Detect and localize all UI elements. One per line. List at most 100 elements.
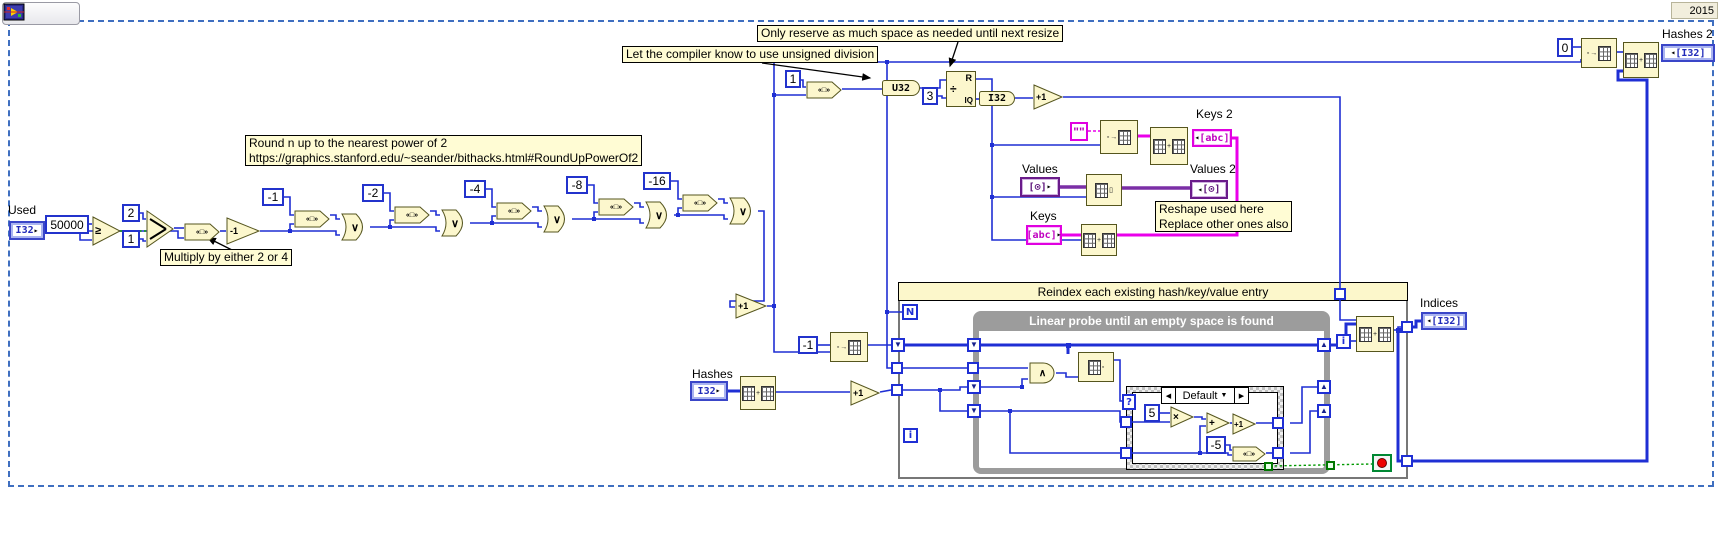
logical-shift-node[interactable]: «□»	[598, 198, 634, 216]
to-u32-node[interactable]: U32	[882, 80, 920, 96]
constant-1[interactable]: 1	[122, 230, 140, 248]
values2-type: [⊙]	[1202, 184, 1221, 195]
increment-node[interactable]: +1	[735, 293, 767, 319]
and-node[interactable]: ∧	[1028, 362, 1057, 384]
constant-2[interactable]: 2	[122, 204, 140, 222]
constant-5[interactable]: 5	[1144, 404, 1160, 422]
case-selector-value[interactable]: Default	[1182, 389, 1218, 402]
initialize-array-node[interactable]: ▫→	[1581, 38, 1617, 68]
add-node[interactable]: +	[1206, 412, 1230, 434]
constant-minus2[interactable]: -2	[362, 184, 384, 202]
case-next-icon[interactable]: ▶	[1234, 388, 1248, 403]
comment-round-up-line1: Round n up to the nearest power of 2	[249, 136, 448, 150]
index-array-node[interactable]: +	[740, 376, 776, 410]
values-terminal[interactable]: [⊙]▸	[1020, 177, 1060, 197]
case-boolean-tunnel[interactable]	[1264, 462, 1273, 471]
logical-shift-node[interactable]: «□»	[496, 202, 532, 220]
constant-0[interactable]: 0	[1557, 38, 1573, 57]
shift-register-left[interactable]: ▼	[967, 404, 981, 418]
logical-shift-node[interactable]: «□»	[294, 210, 330, 228]
case-tunnel[interactable]	[1272, 447, 1284, 459]
to-i32-node[interactable]: I32	[979, 91, 1015, 106]
array-grid-icon	[1102, 232, 1116, 248]
for-loop-tunnel[interactable]	[891, 384, 903, 396]
while-loop-tunnel[interactable]	[967, 362, 979, 374]
logical-shift-node[interactable]: «□»	[682, 194, 718, 212]
replace-array-subset-node[interactable]: +	[1356, 316, 1394, 352]
constant-minus8[interactable]: -8	[566, 176, 588, 194]
shift-register-right[interactable]: ▲	[1317, 404, 1331, 418]
initialize-array-node[interactable]: ▫→	[830, 332, 868, 362]
greater-equal-glyph: ≥	[95, 225, 102, 237]
constant-minus4[interactable]: -4	[464, 180, 486, 198]
shift-register-left[interactable]: ▼	[967, 338, 981, 352]
for-loop-tunnel[interactable]	[1334, 288, 1346, 300]
hashes2-type: [I32]	[1675, 47, 1706, 59]
or-glyph: ∨	[552, 213, 562, 226]
greater-equal-node[interactable]: ≥	[92, 216, 121, 246]
hashes-terminal[interactable]: I32▸	[690, 381, 728, 401]
logical-shift-node[interactable]: «□»	[394, 206, 430, 224]
replace-array-subset-node[interactable]: +	[1623, 42, 1659, 78]
initialize-array-node[interactable]: ▫→	[1100, 120, 1138, 154]
increment-node[interactable]: +1	[1232, 413, 1256, 435]
array-grid-icon	[1082, 232, 1096, 248]
comment-unsigned-division: Let the compiler know to use unsigned di…	[622, 46, 879, 63]
logical-shift-node[interactable]: «□»	[1232, 446, 1266, 462]
increment-node[interactable]: +1	[1033, 84, 1063, 110]
constant-minus16[interactable]: -16	[643, 172, 671, 190]
while-loop-title: Linear probe until an empty space is fou…	[1029, 314, 1274, 328]
case-tunnel[interactable]	[1120, 416, 1132, 428]
used-terminal[interactable]: I32▸	[9, 221, 45, 240]
keys2-indicator[interactable]: ◂[abc]	[1192, 129, 1232, 147]
used-type: I32	[15, 225, 34, 236]
constant-50000[interactable]: 50000	[45, 215, 89, 234]
logical-shift-node[interactable]: «□»	[806, 81, 842, 99]
or-node[interactable]: ∨	[644, 200, 674, 230]
shift-register-left[interactable]: ▼	[891, 338, 905, 352]
case-tunnel[interactable]	[1120, 447, 1132, 459]
constant-3[interactable]: 3	[922, 87, 938, 105]
or-node[interactable]: ∨	[728, 196, 758, 226]
for-loop-tunnel[interactable]	[1401, 455, 1413, 467]
indices-indicator[interactable]: ◂[I32]	[1421, 312, 1467, 330]
decrement-node[interactable]: -1	[226, 217, 260, 245]
hashes2-indicator[interactable]: ◂[I32]	[1661, 44, 1715, 62]
quotient-remainder-node[interactable]: ÷ R IQ	[946, 71, 976, 107]
for-loop-tunnel[interactable]	[891, 362, 903, 374]
empty-string-constant[interactable]: ""	[1070, 122, 1088, 141]
shift-register-right[interactable]: ▲	[1317, 380, 1331, 394]
or-node[interactable]: ∨	[340, 212, 370, 242]
replace-array-subset-node[interactable]: +	[1150, 127, 1188, 165]
case-selector[interactable]: ◀ Default▼ ▶	[1161, 387, 1249, 404]
reshape-array-node[interactable]: +	[1081, 224, 1117, 256]
case-tunnel[interactable]	[1272, 417, 1284, 429]
case-selector-terminal[interactable]: ?	[1122, 394, 1136, 410]
multiply-node[interactable]: ×	[1170, 406, 1194, 428]
constant-minus1[interactable]: -1	[262, 188, 284, 206]
chevron-down-icon[interactable]: ▼	[1220, 392, 1228, 399]
for-loop-tunnel[interactable]	[1401, 321, 1413, 333]
case-prev-icon[interactable]: ◀	[1162, 388, 1176, 403]
reshape-array-node[interactable]: ▯	[1086, 174, 1122, 206]
logical-shift-node[interactable]: «□»	[184, 223, 220, 241]
or-node[interactable]: ∨	[542, 204, 572, 234]
for-loop-iteration-terminal-2[interactable]: i	[1336, 334, 1351, 349]
index-array-node[interactable]: ▫	[1078, 352, 1114, 382]
keys-terminal[interactable]: [abc]▸	[1026, 225, 1062, 245]
divide-glyph: ÷	[950, 82, 957, 96]
while-loop-boolean-tunnel[interactable]	[1326, 461, 1335, 470]
shift-register-left[interactable]: ▼	[967, 380, 981, 394]
constant-minus5[interactable]: -5	[1206, 436, 1226, 454]
for-loop-iteration-terminal[interactable]: i	[903, 428, 918, 443]
values2-indicator[interactable]: ◂[⊙]	[1190, 180, 1228, 199]
comment-reshape-line2: Replace other ones also	[1159, 216, 1289, 231]
shift-register-right[interactable]: ▲	[1317, 338, 1331, 352]
or-node[interactable]: ∨	[440, 208, 470, 238]
increment-node[interactable]: +1	[850, 380, 880, 406]
select-node[interactable]	[146, 210, 174, 248]
constant-minus1-init[interactable]: -1	[798, 336, 818, 354]
loop-condition-stop-terminal[interactable]	[1372, 454, 1392, 472]
constant-1b[interactable]: 1	[785, 70, 801, 88]
for-loop-count-terminal[interactable]: N	[902, 304, 918, 320]
